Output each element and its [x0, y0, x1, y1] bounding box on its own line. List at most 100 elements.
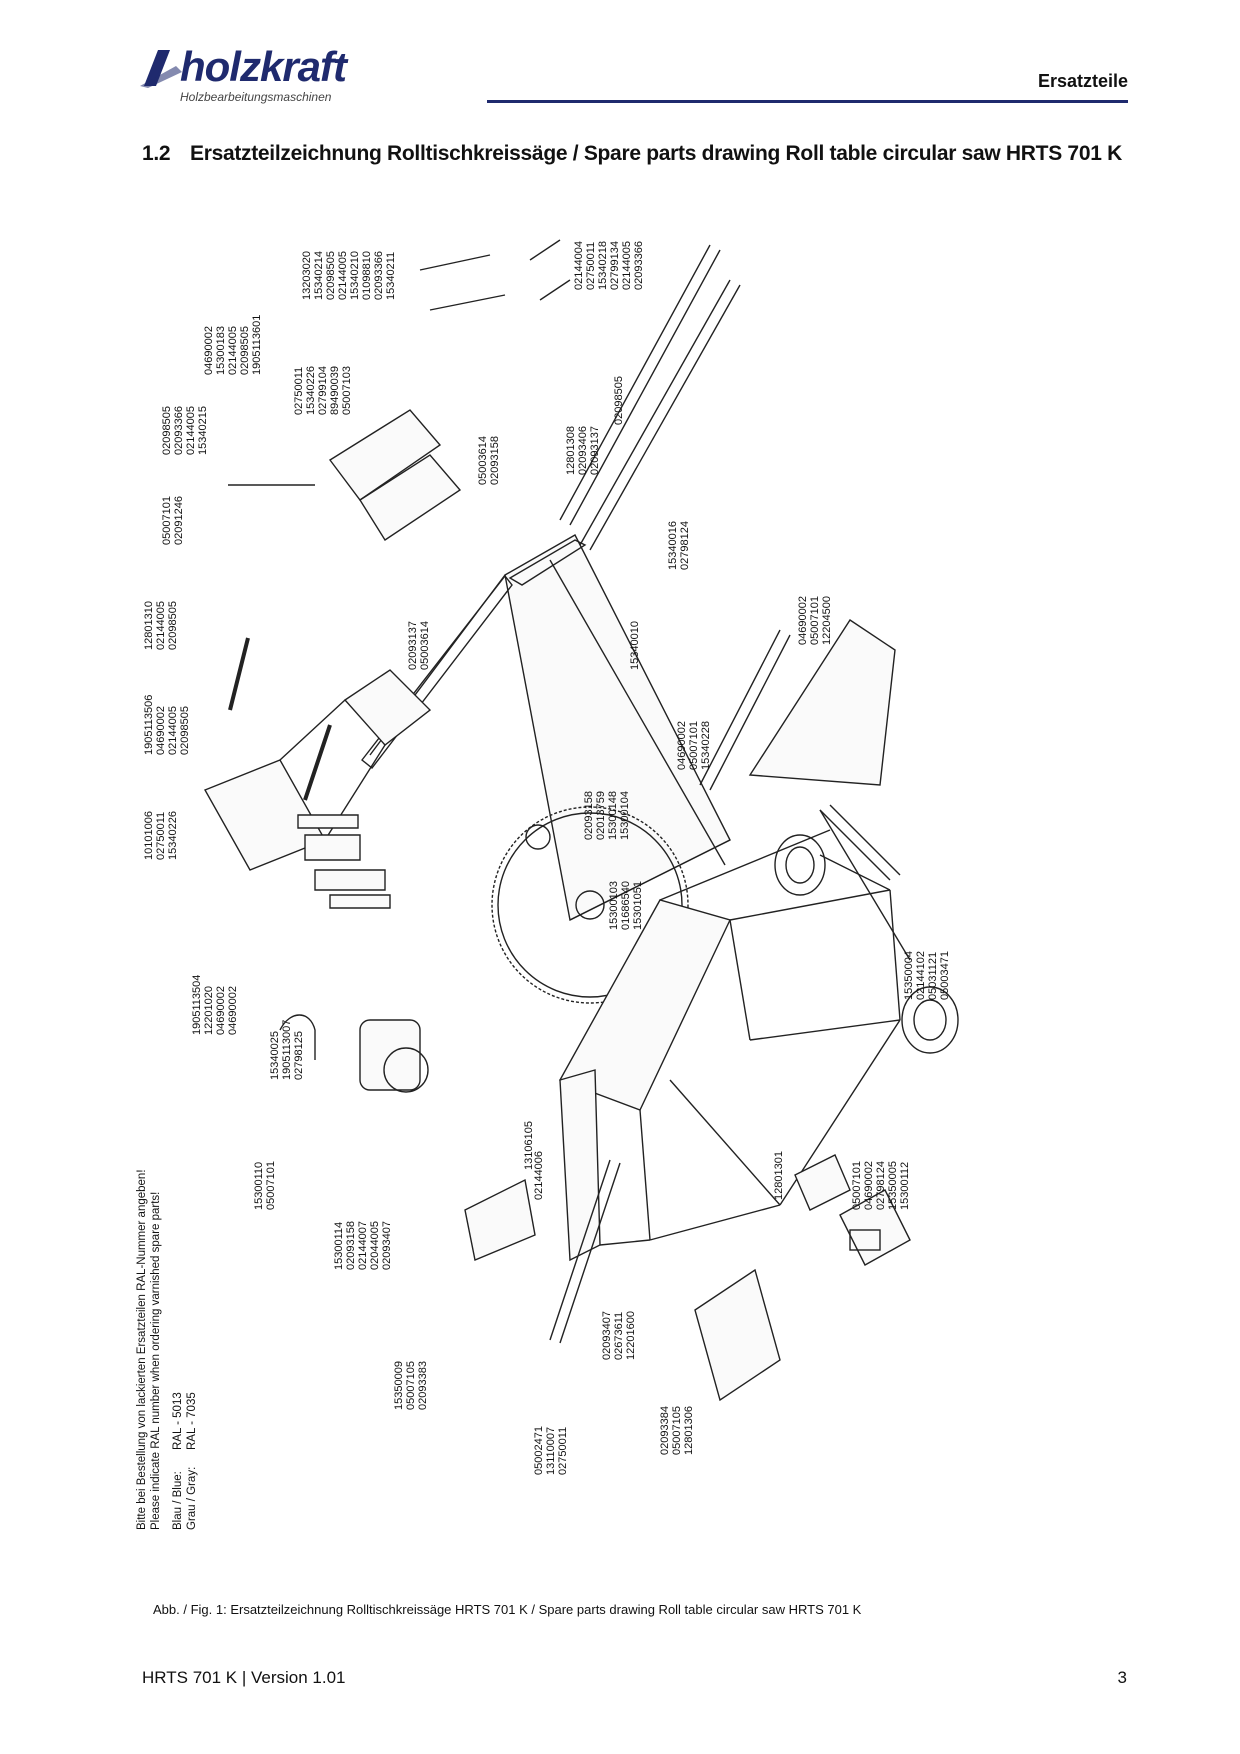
- part-number-label: 02750011: [293, 367, 305, 415]
- part-number-label: 05007105: [405, 1361, 417, 1410]
- part-number-label: 12801310: [143, 601, 155, 650]
- part-number-label: 02144006: [533, 1151, 545, 1200]
- motor: [279, 1014, 429, 1093]
- part-number-label: 02673611: [613, 1312, 625, 1360]
- part-number-label: 02093383: [417, 1361, 429, 1410]
- part-number-label: 02799104: [317, 366, 329, 415]
- part-number-label: 02144005: [155, 601, 167, 650]
- part-number-label: 05007101: [161, 496, 173, 545]
- lower-parts: [464, 1159, 781, 1402]
- part-number-label: 13203020: [301, 251, 313, 300]
- logo-mark-icon: [140, 50, 182, 88]
- part-number-label: 05007101: [809, 596, 821, 645]
- side-extension-table: [699, 619, 896, 791]
- part-number-label: 02013759: [595, 791, 607, 840]
- part-number-label: 02098505: [161, 406, 173, 455]
- part-number-label: 05003614: [477, 436, 489, 485]
- part-number-label: 15340010: [629, 621, 641, 670]
- part-number-label: 13106105: [523, 1121, 535, 1170]
- part-number-label: 04690002: [676, 721, 688, 770]
- part-number-label: 02750011: [155, 812, 167, 860]
- part-number-label: 02093137: [407, 621, 419, 670]
- part-number-label: 12201020: [203, 986, 215, 1035]
- gray-value: RAL - 7035: [186, 1392, 198, 1450]
- part-number-label: 05007105: [671, 1406, 683, 1455]
- part-number-label: 15340211: [385, 252, 397, 300]
- part-number-label: 01686540: [620, 881, 632, 930]
- color-note-line2: Please indicate RAL number when ordering…: [150, 1191, 162, 1530]
- part-number-label: 15340226: [167, 811, 179, 860]
- part-number-label: 05007101: [265, 1161, 277, 1210]
- part-number-label: 02093407: [601, 1311, 613, 1360]
- part-number-label: 15300148: [607, 791, 619, 840]
- part-number-label: 15350009: [393, 1361, 405, 1410]
- part-number-label: 02098505: [179, 706, 191, 755]
- part-number-label: 15340218: [597, 241, 609, 290]
- header-rule: [487, 100, 1128, 103]
- gray-label: Grau / Gray:: [186, 1466, 198, 1530]
- part-number-label: 02144102: [915, 951, 927, 1000]
- part-number-label: 02144005: [621, 241, 633, 290]
- part-number-label: 02093366: [373, 251, 385, 300]
- part-number-label: 02093366: [173, 406, 185, 455]
- part-number-label: 15300110: [253, 1162, 265, 1210]
- part-number-label: 15301051: [632, 881, 644, 930]
- part-number-label: 02044005: [369, 1221, 381, 1270]
- part-number-label: 02144005: [185, 406, 197, 455]
- part-number-label: 02093137: [589, 426, 601, 475]
- part-number-label: 15300103: [608, 881, 620, 930]
- section-label: Ersatzteile: [1037, 71, 1128, 91]
- blue-label: Blau / Blue:: [172, 1471, 184, 1530]
- part-number-label: 12204500: [821, 596, 833, 645]
- section-number: 1.2: [142, 142, 171, 165]
- part-number-label: 15300104: [619, 791, 631, 840]
- part-number-label: 15340016: [667, 521, 679, 570]
- part-number-label: 12801301: [773, 1151, 785, 1200]
- holzkraft-logo: holzkraft Holzbearbeitungsmaschinen: [140, 44, 430, 106]
- part-number-label: 15300114: [333, 1222, 345, 1270]
- part-number-label: 04690002: [863, 1161, 875, 1210]
- logo-text: holzkraft: [180, 43, 347, 90]
- part-number-label: 02750011: [585, 242, 597, 290]
- part-number-label: 89490039: [329, 366, 341, 415]
- part-number-label: 10101006: [143, 811, 155, 860]
- part-number-label: 15350005: [887, 1161, 899, 1210]
- part-number-label: 04690002: [155, 706, 167, 755]
- part-number-label: 02144004: [573, 241, 585, 290]
- part-number-label: 02144005: [167, 706, 179, 755]
- part-number-label: 15340226: [305, 366, 317, 415]
- part-number-label: 02093158: [345, 1221, 357, 1270]
- part-number-label: 1905113601: [251, 315, 263, 375]
- part-number-label: 05002471: [533, 1426, 545, 1475]
- part-number-label: 02798124: [679, 521, 691, 570]
- part-number-label: 1905113504: [191, 975, 203, 1035]
- part-number-label: 02091246: [173, 496, 185, 545]
- part-number-label: 02093406: [577, 426, 589, 475]
- part-number-label: 02798124: [875, 1161, 887, 1210]
- part-number-label: 1905113506: [143, 695, 155, 755]
- part-number-label: 04690002: [227, 986, 239, 1035]
- part-number-label: 05031121: [927, 952, 939, 1000]
- part-number-label: 02098505: [613, 376, 625, 425]
- part-number-label: 05007101: [851, 1161, 863, 1210]
- part-number-label: 05007103: [341, 366, 353, 415]
- part-number-label: 02093384: [659, 1406, 671, 1455]
- part-number-label: 02098505: [325, 251, 337, 300]
- part-number-label: 15340214: [313, 251, 325, 300]
- footer-version: HRTS 701 K | Version 1.01: [142, 1668, 346, 1687]
- part-number-label: 12801308: [565, 426, 577, 475]
- part-number-label: 15340025: [269, 1031, 281, 1080]
- part-number-label: 02144005: [337, 251, 349, 300]
- part-number-label: 02098505: [239, 326, 251, 375]
- exploded-view-svg: 1320302015340214020985050214400515340210…: [143, 239, 959, 1475]
- part-number-label: 02093366: [633, 241, 645, 290]
- part-number-label: 15300183: [215, 326, 227, 375]
- blue-value: RAL - 5013: [172, 1392, 184, 1450]
- part-number-label: 05003614: [419, 621, 431, 670]
- part-number-label: 15300112: [899, 1162, 911, 1210]
- part-number-label: 12201600: [625, 1311, 637, 1360]
- part-number-label: 15350004: [903, 951, 915, 1000]
- roll-table-top: [361, 534, 731, 922]
- figure-caption: Abb. / Fig. 1: Ersatzteilzeichnung Rollt…: [153, 1602, 862, 1617]
